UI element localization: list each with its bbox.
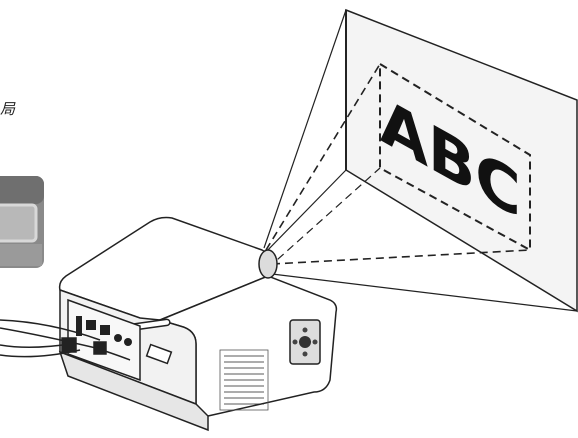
control-panel xyxy=(290,320,320,364)
menu-button-icon xyxy=(0,176,44,268)
projector-icon xyxy=(60,218,337,431)
projection-screen-icon: ABC xyxy=(346,10,577,311)
